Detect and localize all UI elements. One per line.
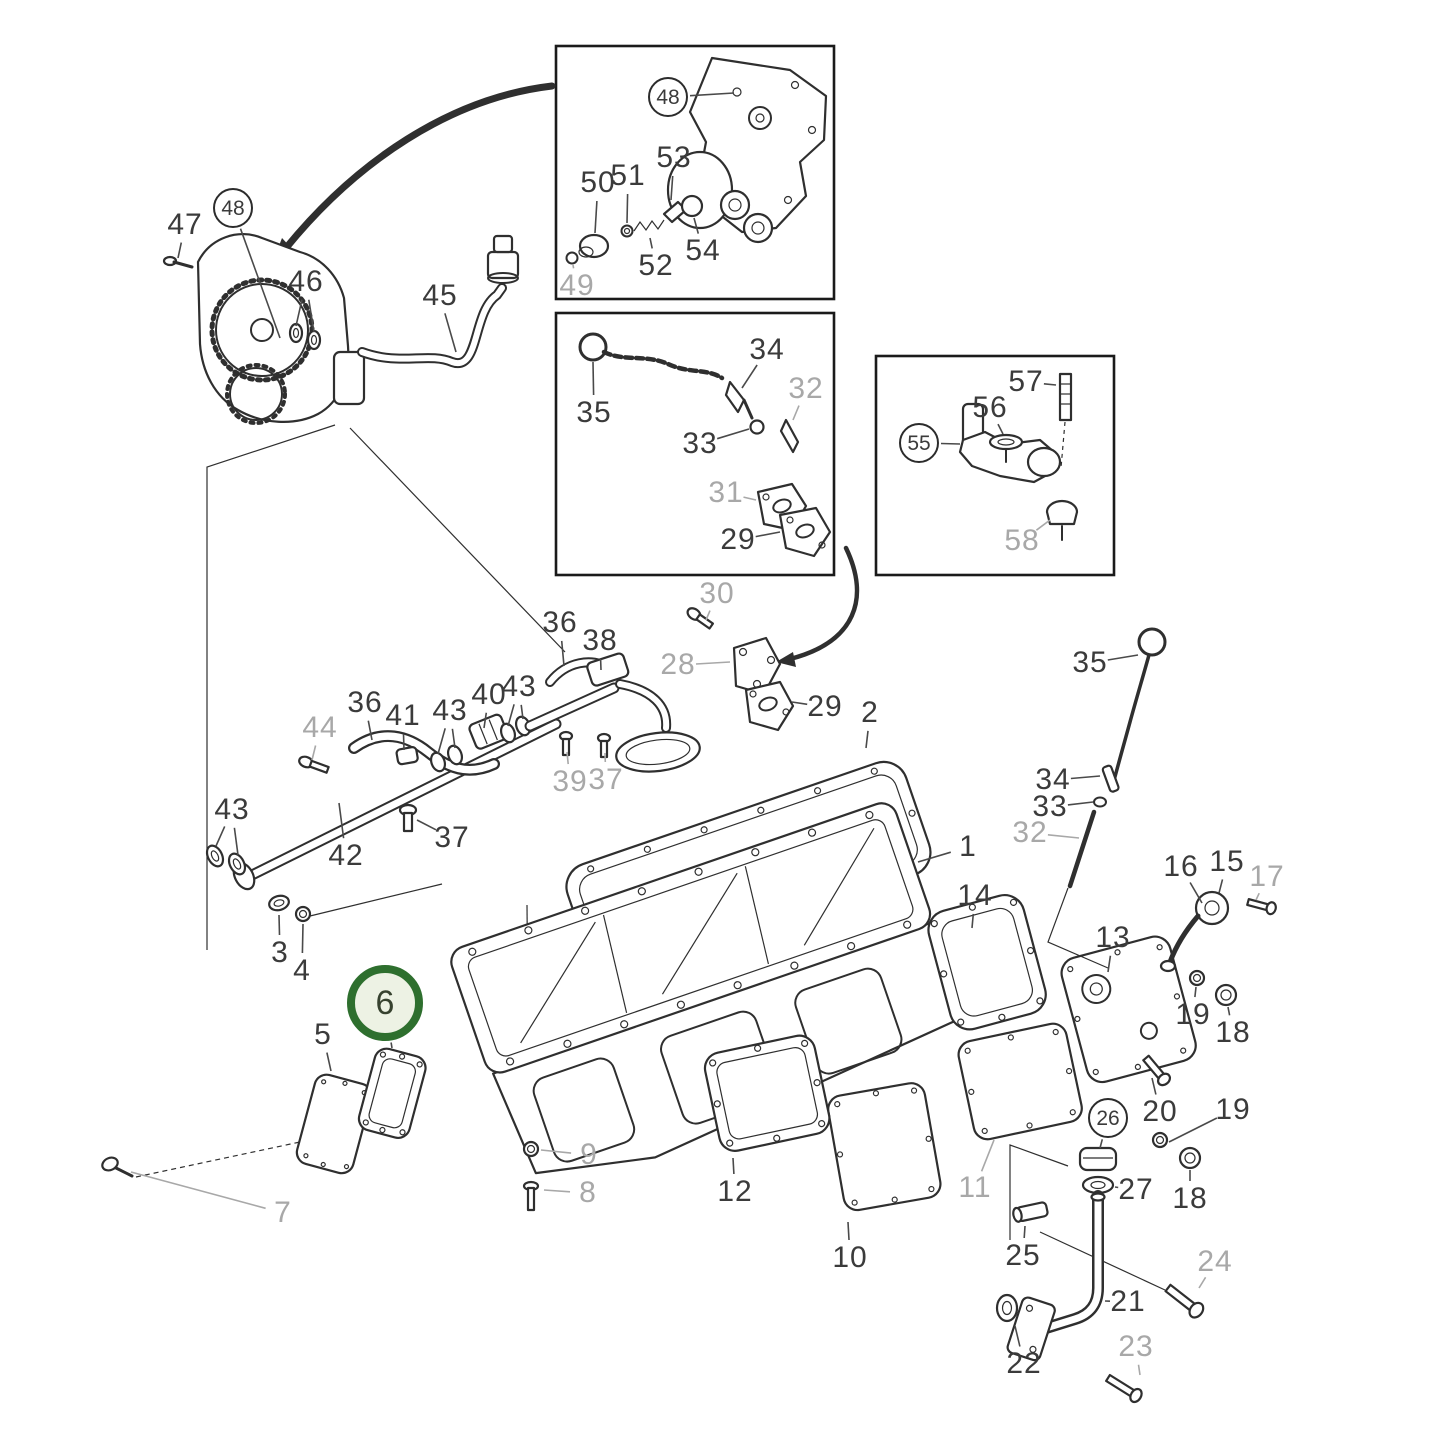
drain-pipe-assembly-drawing (995, 1144, 1205, 1404)
callout-24[interactable]: 24 (1197, 1245, 1233, 1278)
callout-36[interactable]: 36 (542, 606, 578, 639)
callout-34[interactable]: 34 (749, 333, 785, 366)
side-cover-gasket-12-drawing (703, 1034, 831, 1152)
callout-9[interactable]: 9 (580, 1138, 598, 1171)
callout-43[interactable]: 43 (214, 793, 250, 826)
callout-56[interactable]: 56 (972, 391, 1008, 424)
callout-50[interactable]: 50 (580, 166, 616, 199)
callout-29[interactable]: 29 (807, 690, 843, 723)
drain-plug-drawing (268, 894, 312, 923)
reference-arrow-to-bracket (776, 545, 860, 667)
callout-14[interactable]: 14 (957, 879, 993, 912)
callout-18[interactable]: 18 (1215, 1016, 1251, 1049)
callout-58[interactable]: 58 (1004, 524, 1040, 557)
end-cover-5-drawing (295, 1073, 373, 1175)
callout-18[interactable]: 18 (1172, 1182, 1208, 1215)
callout-17[interactable]: 17 (1249, 860, 1285, 893)
callout-20[interactable]: 20 (1142, 1095, 1178, 1128)
callout-7[interactable]: 7 (274, 1196, 292, 1229)
callout-43[interactable]: 43 (432, 694, 468, 727)
callout-37[interactable]: 37 (588, 763, 624, 796)
callout-28[interactable]: 28 (660, 648, 696, 681)
side-cover-13-drawing (1060, 935, 1197, 1084)
oil-valve-detail-drawing (958, 372, 1079, 541)
callout-48-circled[interactable]: 48 (648, 77, 688, 117)
callout-29[interactable]: 29 (720, 523, 756, 556)
side-cover-gasket-14-drawing (927, 894, 1047, 1031)
cover-bolt-7-drawing (101, 1141, 301, 1178)
callout-44[interactable]: 44 (302, 711, 338, 744)
oil-pump-assembly-drawing (162, 233, 366, 425)
callout-5[interactable]: 5 (314, 1018, 332, 1051)
callout-19[interactable]: 19 (1175, 998, 1211, 1031)
callout-leader-lines (130, 92, 1260, 1376)
callout-6-highlight[interactable]: 6 (347, 965, 423, 1041)
callout-38[interactable]: 38 (582, 624, 618, 657)
callout-11[interactable]: 11 (958, 1171, 992, 1204)
callout-2[interactable]: 2 (861, 696, 879, 729)
inset-box-oil-pump-detail (554, 44, 836, 301)
callout-46[interactable]: 46 (288, 265, 324, 298)
callout-10[interactable]: 10 (832, 1241, 868, 1274)
callout-51[interactable]: 51 (610, 159, 646, 192)
callout-26-circled[interactable]: 26 (1088, 1098, 1128, 1138)
callout-1[interactable]: 1 (959, 830, 977, 863)
callout-21[interactable]: 21 (1110, 1285, 1146, 1318)
callout-53[interactable]: 53 (656, 141, 692, 174)
callout-8[interactable]: 8 (579, 1176, 597, 1209)
callout-54[interactable]: 54 (685, 234, 721, 267)
callout-55-circled[interactable]: 55 (899, 423, 939, 463)
callout-36[interactable]: 36 (347, 686, 383, 719)
callout-33[interactable]: 33 (1032, 790, 1068, 823)
dipstick-guide-detail-drawing (578, 332, 832, 558)
oil-hose-drawing (357, 234, 520, 369)
callout-48-circled[interactable]: 48 (213, 188, 253, 228)
callout-49[interactable]: 49 (559, 269, 595, 302)
callout-34[interactable]: 34 (1035, 763, 1071, 796)
callout-41[interactable]: 41 (385, 699, 421, 732)
callout-19[interactable]: 19 (1215, 1093, 1251, 1126)
callout-35[interactable]: 35 (576, 396, 612, 429)
inset-box-valve-detail (874, 354, 1116, 577)
callout-25[interactable]: 25 (1005, 1239, 1041, 1272)
oil-pump-cover-detail-drawing (565, 56, 828, 265)
callout-32[interactable]: 32 (1012, 816, 1048, 849)
callout-32[interactable]: 32 (788, 372, 824, 405)
callout-16[interactable]: 16 (1163, 850, 1199, 883)
callout-30[interactable]: 30 (699, 577, 735, 610)
callout-23[interactable]: 23 (1118, 1330, 1154, 1363)
callout-33[interactable]: 33 (682, 427, 718, 460)
callout-3[interactable]: 3 (271, 936, 289, 969)
callout-12[interactable]: 12 (717, 1175, 753, 1208)
callout-42[interactable]: 42 (328, 839, 364, 872)
callout-27[interactable]: 27 (1118, 1173, 1154, 1206)
callout-39[interactable]: 39 (552, 765, 588, 798)
callout-4[interactable]: 4 (293, 954, 311, 987)
callout-31[interactable]: 31 (708, 476, 744, 509)
callout-40[interactable]: 40 (471, 678, 507, 711)
callout-57[interactable]: 57 (1008, 365, 1044, 398)
callout-35[interactable]: 35 (1072, 646, 1108, 679)
callout-52[interactable]: 52 (638, 249, 674, 282)
callout-13[interactable]: 13 (1095, 921, 1131, 954)
breather-and-plugs-drawing (1142, 890, 1277, 1170)
suction-pipe-assembly-drawing (205, 652, 701, 891)
callout-37[interactable]: 37 (434, 821, 470, 854)
oil-pan-drawing (450, 802, 962, 1175)
callout-22[interactable]: 22 (1006, 1347, 1042, 1380)
end-cover-gasket-6-drawing (357, 1047, 427, 1139)
dipstick-drawing (1047, 627, 1167, 969)
side-cover-10-drawing (827, 1082, 942, 1212)
callout-15[interactable]: 15 (1209, 845, 1245, 878)
pan-stud-nut-drawing (522, 1140, 540, 1212)
inset-box-dipstick-detail (554, 311, 836, 577)
callout-45[interactable]: 45 (422, 279, 458, 312)
side-cover-11-drawing (957, 1022, 1083, 1141)
callout-43[interactable]: 43 (501, 670, 537, 703)
callout-47[interactable]: 47 (167, 208, 203, 241)
